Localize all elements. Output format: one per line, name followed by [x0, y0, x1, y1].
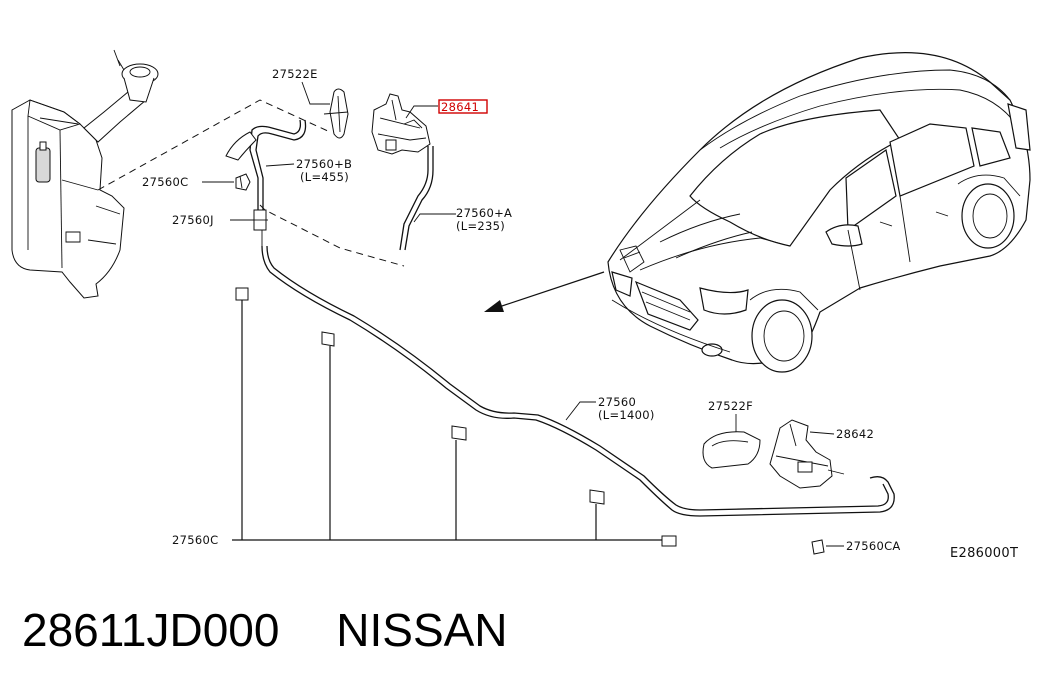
label-27560A-length: (L=235): [456, 219, 505, 233]
leader-28641: [405, 105, 438, 119]
clip-1: [235, 287, 249, 301]
clip-set: [235, 287, 677, 547]
caption: 28611JD000 NISSAN: [22, 598, 1022, 662]
label-27522E: 27522E: [272, 67, 318, 81]
highlight-28641: [438, 99, 488, 114]
clip-27560C-top: [235, 173, 251, 191]
hose-27560A: [399, 146, 434, 251]
label-27560A: 27560+A: [456, 206, 512, 220]
label-28642: 28642: [836, 427, 874, 441]
part-labels: 27522E 28641 27560+B (L=455) 27560C 2756…: [142, 67, 1018, 561]
clip-leader-lines: [232, 300, 662, 541]
clip-27560CA: [811, 539, 825, 555]
clip-2: [321, 331, 335, 347]
washer-nozzle-28642: [769, 419, 845, 489]
clip-3: [451, 425, 467, 441]
leader-28642: [809, 431, 835, 435]
leader-27560: [565, 401, 596, 421]
leader-27522E: [301, 81, 330, 105]
label-27560C-top: 27560C: [142, 175, 188, 189]
label-27560-length: (L=1400): [598, 408, 655, 422]
label-27560B-length: (L=455): [300, 170, 349, 184]
clip-5: [661, 535, 677, 547]
label-27560: 27560: [598, 395, 636, 409]
label-leaders: [202, 81, 844, 547]
part-number: 28611JD000: [22, 604, 280, 656]
clip-4: [589, 489, 605, 505]
washer-nozzle-28641: [371, 93, 431, 155]
leader-27560A: [413, 213, 456, 223]
nozzle-cover-27522E: [323, 88, 349, 139]
label-27522F: 27522F: [708, 399, 753, 413]
pointer-arrow: [484, 271, 605, 312]
connector-27560J: [252, 209, 268, 246]
vehicle-illustration: [607, 52, 1031, 373]
hose-27560B: [225, 119, 307, 210]
washer-tank: [11, 49, 159, 299]
label-27560J: 27560J: [172, 213, 214, 227]
label-27560C-bottom: 27560C: [172, 533, 218, 547]
reference-code: E286000T: [950, 546, 1018, 561]
label-27560CA: 27560CA: [846, 539, 901, 553]
brand-name: NISSAN: [336, 604, 508, 656]
nozzle-cover-27522F: [702, 431, 761, 469]
label-27560B: 27560+B: [296, 157, 352, 171]
hose-27560-main: [261, 245, 895, 517]
leader-27560B: [265, 163, 295, 167]
label-28641: 28641: [441, 100, 479, 114]
